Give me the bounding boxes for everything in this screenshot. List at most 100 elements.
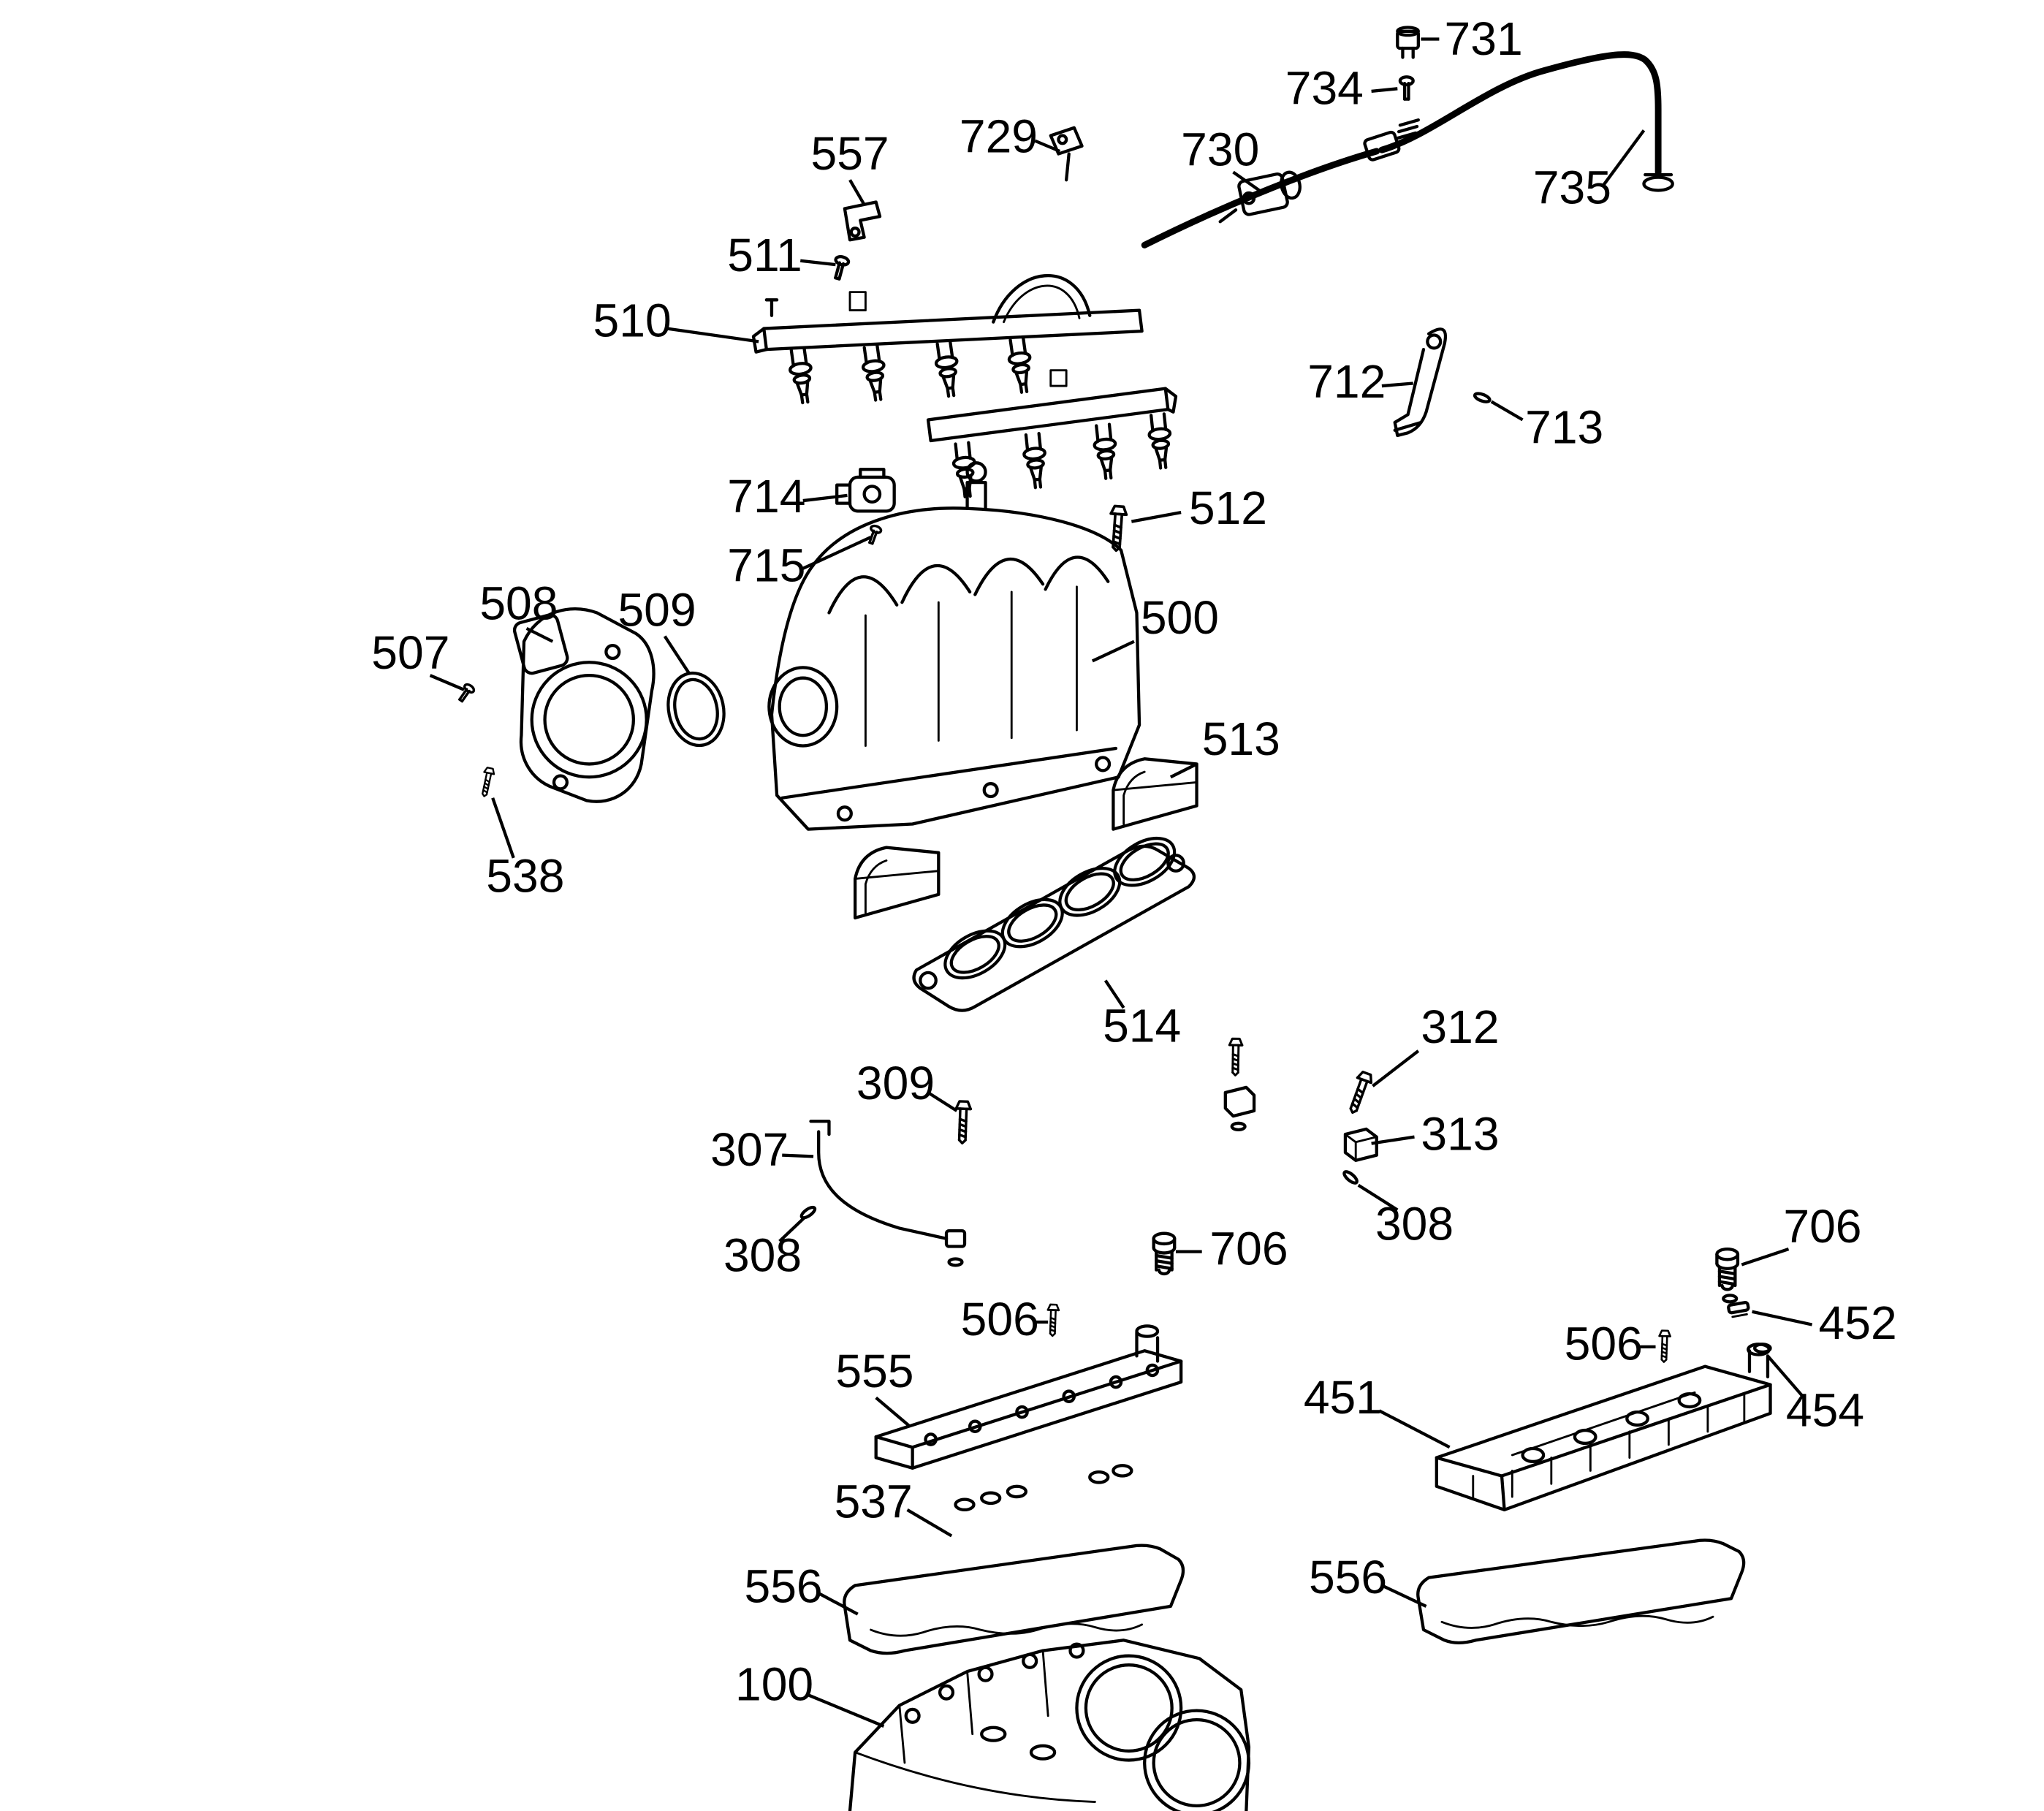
head-gasket-556-left (843, 1544, 1185, 1655)
pipe-clip-729 (1049, 126, 1084, 182)
bracket-712 (1393, 327, 1448, 438)
bolt-506-right (1657, 1329, 1672, 1364)
rail-bracket-557 (843, 200, 882, 242)
leader-line-309 (927, 1091, 958, 1112)
callout-451: 451 (1304, 1371, 1382, 1424)
leader-line-514 (1103, 979, 1125, 1009)
callout-510: 510 (593, 294, 672, 346)
leader-line-706-right (1741, 1248, 1790, 1267)
callout-513: 513 (1202, 713, 1280, 765)
fuel-rail-assembly-510 (751, 274, 1178, 498)
leader-line-451 (1378, 1409, 1451, 1449)
fuel-feed-pipe (1141, 51, 1674, 248)
callout-500: 500 (1141, 591, 1219, 644)
stud-512 (1106, 504, 1128, 553)
screw-511 (831, 255, 849, 280)
plug-706-right (1717, 1249, 1738, 1289)
map-sensor-714 (835, 468, 896, 513)
callout-706-right: 706 (1783, 1200, 1861, 1253)
vent-tube-307 (809, 1120, 967, 1267)
intake-gasket-514 (912, 836, 1196, 1012)
fuel-pipe-cap-731 (1396, 26, 1420, 59)
callout-715: 715 (727, 539, 805, 592)
callout-734: 734 (1285, 62, 1364, 115)
leader-line-508 (525, 626, 554, 643)
callout-506-center: 506 (961, 1293, 1039, 1345)
bolt-309 (953, 1100, 973, 1145)
leader-line-556-right (1380, 1584, 1427, 1608)
callout-509: 509 (618, 583, 696, 636)
leader-line-513 (1169, 762, 1198, 779)
pin-713 (1474, 392, 1491, 403)
callout-731: 731 (1445, 12, 1523, 65)
leader-line-735 (1602, 129, 1646, 186)
screw-734 (1400, 77, 1413, 99)
fuel-injector (788, 348, 816, 403)
throttle-body-seal-509 (666, 671, 726, 748)
cylinder-head-451 (1435, 1294, 1772, 1512)
callout-730: 730 (1181, 124, 1259, 176)
fuel-injector (1022, 433, 1049, 489)
callout-556-left: 556 (745, 1560, 823, 1613)
bolt-312 (1344, 1069, 1375, 1117)
leader-line-538 (491, 797, 515, 859)
clip-452 (1727, 1301, 1750, 1318)
leader-line-713 (1490, 400, 1524, 422)
leader-line-556-left (818, 1592, 859, 1616)
leader-line-714 (802, 493, 848, 503)
callout-556-right: 556 (1309, 1551, 1387, 1603)
callout-508: 508 (479, 577, 558, 629)
leader-line-452 (1752, 1310, 1813, 1326)
leader-line-510 (666, 327, 759, 343)
callout-308-right: 308 (1375, 1198, 1454, 1250)
fuel-injector (1093, 424, 1119, 479)
center-fastener-set (1223, 1037, 1256, 1131)
leader-line-312 (1372, 1049, 1420, 1087)
fuel-pressure-regulator-730 (1218, 170, 1302, 224)
leader-line-512 (1131, 511, 1182, 523)
callout-452: 452 (1819, 1296, 1897, 1349)
callout-706-center: 706 (1209, 1222, 1288, 1275)
engine-block-100 (848, 1639, 1251, 1811)
leader-line-307 (782, 1153, 814, 1158)
leader-line-500 (1091, 639, 1135, 663)
wedge-block-513-right (1112, 757, 1198, 831)
valley-cover-555 (874, 1324, 1183, 1470)
plug-706-center (1154, 1234, 1175, 1274)
leader-line-729 (1034, 139, 1061, 153)
callout-713: 713 (1525, 401, 1603, 454)
throttle-body-508 (512, 607, 656, 803)
callout-538: 538 (486, 849, 564, 902)
wedge-block-513-left (854, 846, 941, 920)
callout-557: 557 (810, 127, 889, 180)
fuel-injector (951, 442, 978, 498)
leader-line-537 (906, 1508, 953, 1538)
leader-line-308-left (778, 1216, 806, 1242)
callout-308-left: 308 (723, 1229, 802, 1281)
screw-538 (478, 766, 496, 799)
callout-512: 512 (1189, 482, 1267, 534)
leader-line-454 (1766, 1354, 1803, 1397)
leader-line-507 (429, 674, 465, 691)
leader-line-511 (799, 259, 836, 267)
screw-507 (455, 681, 477, 705)
fuel-injector (860, 346, 888, 401)
callout-100: 100 (735, 1658, 813, 1710)
leader-line-715 (802, 536, 872, 570)
block-313 (1343, 1127, 1378, 1162)
leader-line-557 (848, 179, 866, 206)
bolt-506-center (1046, 1303, 1060, 1337)
callout-313: 313 (1421, 1108, 1499, 1161)
seal-rings-537 (954, 1464, 1133, 1512)
leader-line-313 (1371, 1135, 1415, 1145)
callout-714: 714 (727, 470, 805, 523)
fuel-injector (933, 341, 961, 397)
head-gasket-556-right (1416, 1538, 1746, 1645)
callout-506-right: 506 (1565, 1318, 1643, 1370)
callout-712: 712 (1307, 355, 1386, 408)
leader-line-712 (1381, 381, 1413, 388)
callout-312: 312 (1421, 1001, 1499, 1053)
